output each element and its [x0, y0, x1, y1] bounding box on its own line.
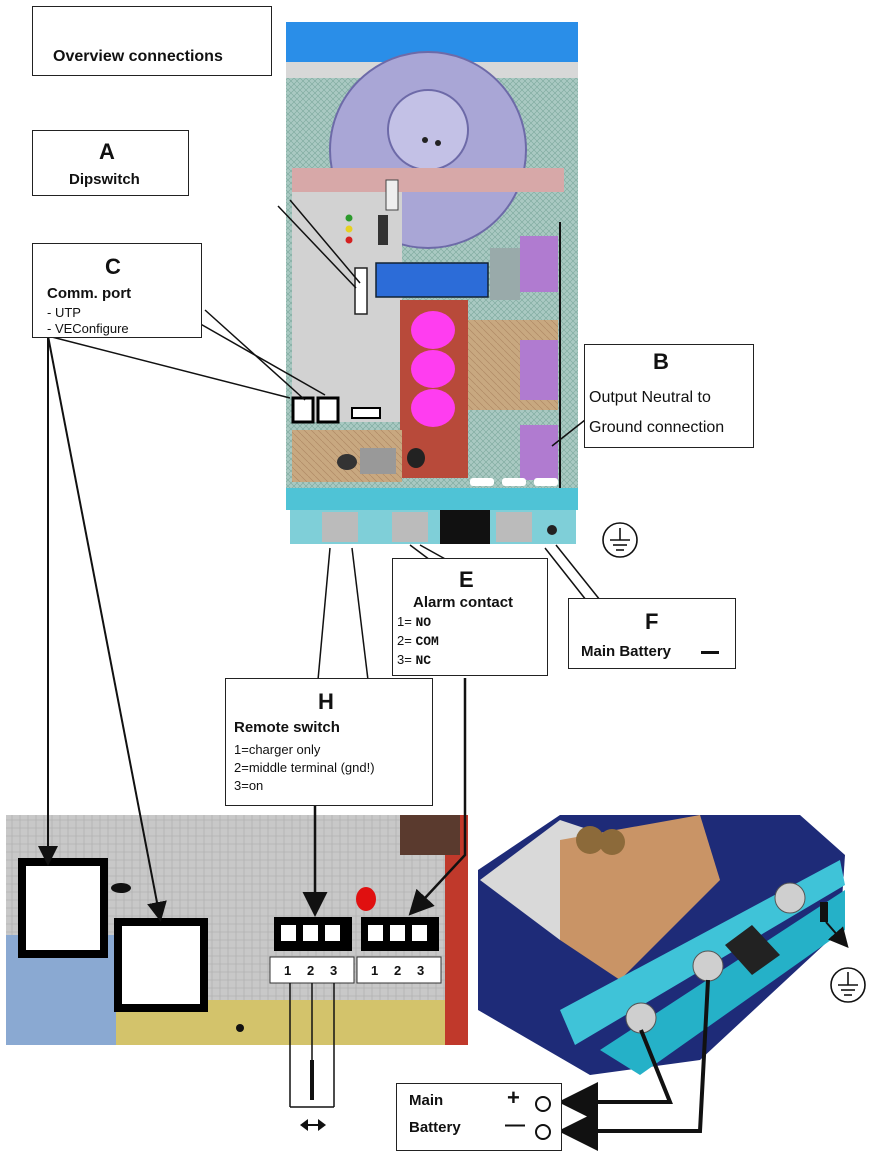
- battery-label: Main: [409, 1092, 444, 1109]
- minus-sign: —: [505, 1114, 525, 1136]
- label-f-name: Main Battery: [581, 643, 672, 660]
- alarm-terminal-number: 2: [394, 963, 402, 978]
- plus-sign: +: [507, 1085, 520, 1110]
- minus-icon: [701, 651, 719, 654]
- battery-terminals-photo: [478, 815, 849, 1075]
- label-h-box: H Remote switch 1=charger only 2=middle …: [225, 678, 433, 806]
- label-c-item: - VEConfigure: [47, 321, 129, 336]
- label-h-item: 3=on: [234, 778, 264, 793]
- alarm-terminal-number: 3: [417, 963, 425, 978]
- alarm-terminal-number: 1: [371, 963, 379, 978]
- zoomed-board-panel: [6, 815, 468, 1131]
- label-f-letter: F: [645, 609, 659, 634]
- label-c-box: C Comm. port - UTP - VEConfigure: [32, 243, 202, 338]
- label-e-name: Alarm contact: [413, 594, 514, 611]
- label-h-name: Remote switch: [234, 719, 340, 736]
- device-top-view: [286, 22, 578, 544]
- label-b-letter: B: [653, 349, 669, 374]
- leader-lines: [47, 199, 601, 681]
- label-h-item: 1=charger only: [234, 742, 321, 757]
- label-c-letter: C: [105, 254, 121, 279]
- battery-label: Battery: [409, 1119, 461, 1136]
- label-c-name: Comm. port: [47, 285, 132, 302]
- label-h-item: 2=middle terminal (gnd!): [234, 760, 375, 775]
- label-e-item: 3= NC: [397, 652, 432, 668]
- battery-box: Main Battery + —: [396, 1083, 562, 1151]
- label-a-name: Dipswitch: [69, 171, 140, 188]
- label-e-letter: E: [459, 567, 474, 592]
- ground-icon-2: [830, 967, 866, 1003]
- label-e-box: E Alarm contact 1= NO 2= COM 3= NC: [392, 558, 548, 676]
- label-b-line: Ground connection: [589, 419, 725, 436]
- label-h-letter: H: [318, 689, 334, 714]
- label-f-box: F Main Battery: [568, 598, 736, 669]
- remote-terminal-number: 3: [330, 963, 338, 978]
- label-e-item: 2= COM: [397, 633, 439, 649]
- label-c-item: - UTP: [47, 305, 81, 320]
- label-b-line: Output Neutral to: [589, 389, 711, 406]
- page-title: Overview connections: [53, 48, 223, 65]
- remote-terminal-number: 2: [307, 963, 315, 978]
- positive-terminal-icon: [535, 1096, 551, 1112]
- label-b-box: B Output Neutral to Ground connection: [584, 344, 754, 448]
- ground-icon: [602, 522, 638, 558]
- label-a-box: A Dipswitch: [32, 130, 189, 196]
- label-a-letter: A: [99, 139, 115, 164]
- title-box: Overview connections: [32, 6, 272, 76]
- remote-terminal-number: 1: [284, 963, 292, 978]
- label-e-item: 1= NO: [397, 614, 432, 630]
- negative-terminal-icon: [535, 1124, 551, 1140]
